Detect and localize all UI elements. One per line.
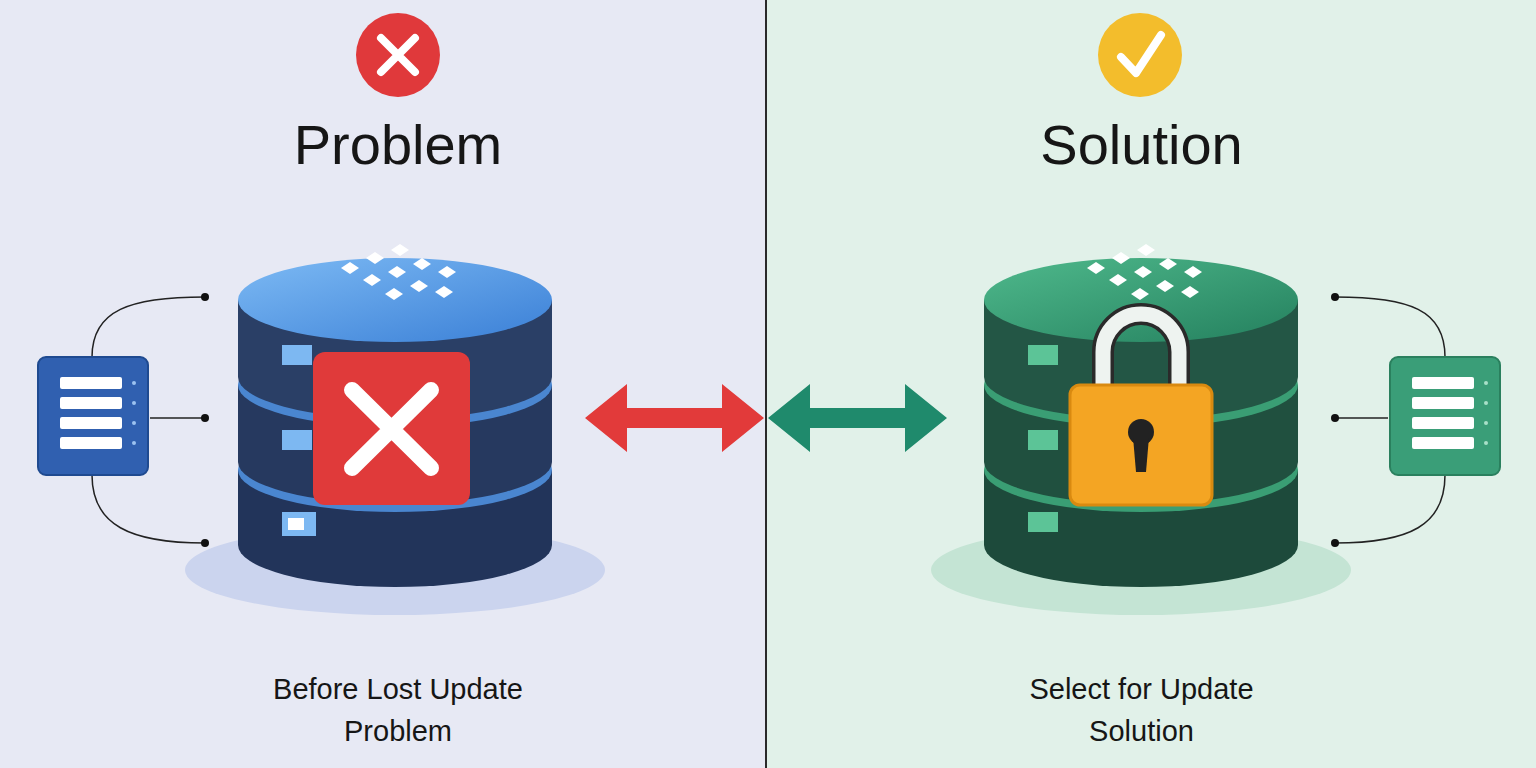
panel-title: Problem — [294, 112, 503, 178]
document-icon — [1390, 357, 1500, 475]
error-icon — [356, 13, 440, 97]
panel-caption: Before Lost Update Problem — [233, 668, 563, 752]
divider-line — [765, 0, 767, 768]
panel-title: Solution — [1040, 112, 1242, 178]
wire-dots — [201, 293, 1339, 547]
double-arrow — [768, 384, 947, 452]
error-mark — [313, 352, 470, 505]
shadow — [931, 525, 1351, 615]
double-arrow — [585, 384, 764, 452]
lock-symbol — [1070, 385, 1212, 505]
database-cylinder — [238, 244, 552, 587]
database-cylinder — [984, 244, 1298, 587]
check-icon — [1098, 13, 1182, 97]
panel: SolutionSelect for Update Solution — [767, 0, 1536, 768]
wires — [92, 297, 1445, 543]
shadow — [185, 525, 605, 615]
panel-caption: Select for Update Solution — [977, 668, 1307, 752]
document-icon — [38, 357, 148, 475]
panel: ProblemBefore Lost Update Problem — [0, 0, 766, 768]
